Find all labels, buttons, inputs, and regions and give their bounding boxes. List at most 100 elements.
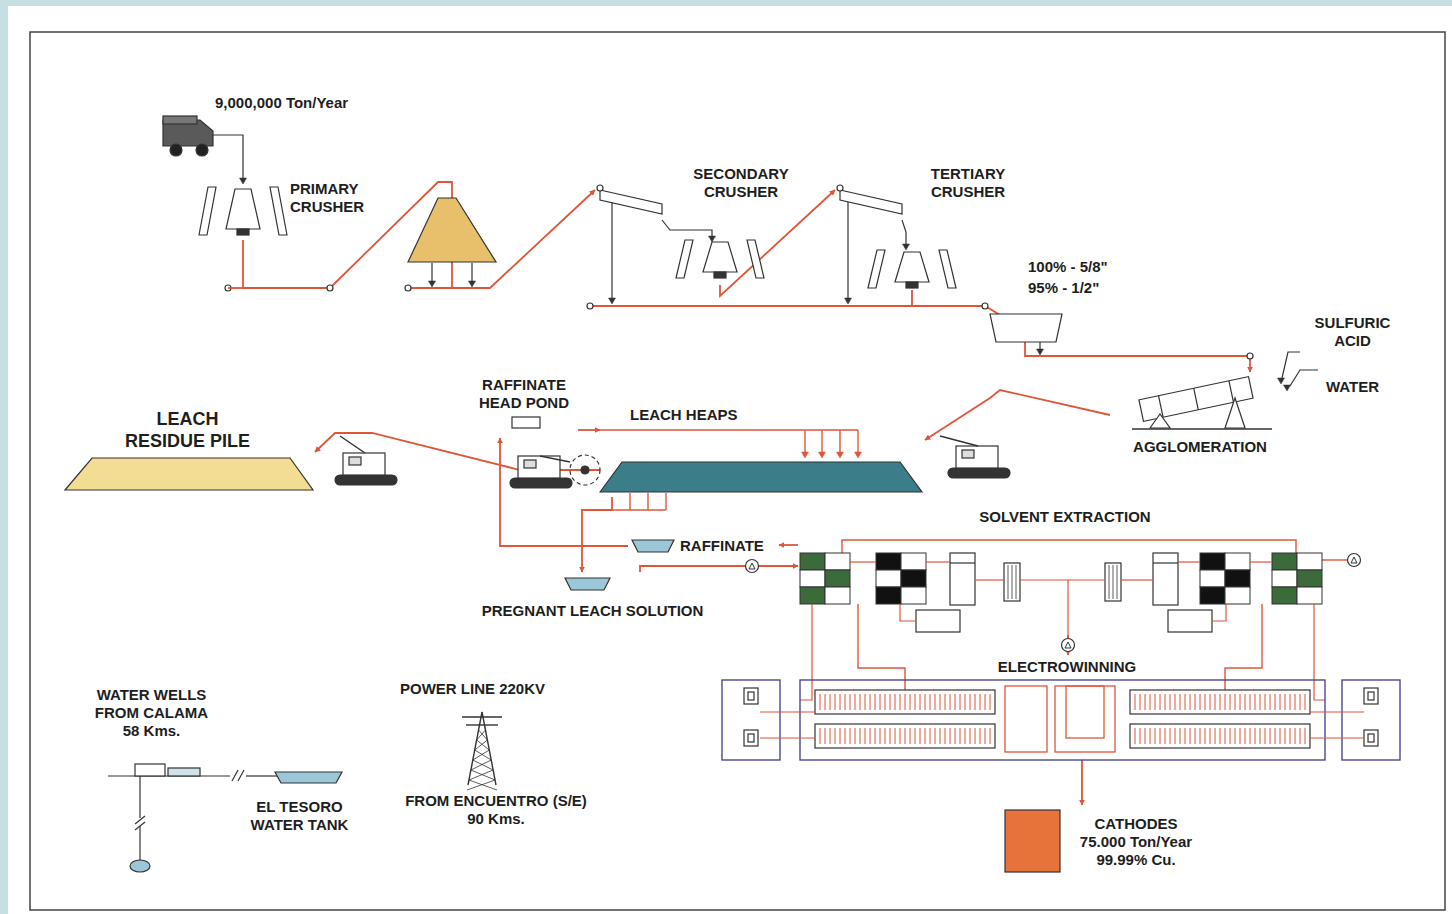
secondary-screen	[597, 185, 716, 304]
irrigation-header	[857, 430, 858, 452]
mixer-settlers	[1105, 563, 1121, 601]
annotation-label: 9,000,000 Ton/Year	[215, 94, 415, 112]
electrowinning-cells	[825, 728, 826, 744]
electrowinning-cells	[1280, 728, 1281, 744]
electrowinning-cells	[965, 694, 966, 710]
electrowinning-cells	[870, 728, 871, 744]
node-label: RAFFINATE HEAD POND	[474, 376, 574, 412]
electrowinning-cells	[975, 694, 976, 710]
electrowinning-cells	[1260, 728, 1261, 744]
pump-symbol	[1348, 554, 1361, 567]
electrowinning-cells	[940, 728, 941, 744]
electrowinning-cells	[1140, 728, 1141, 744]
stockpile	[405, 285, 411, 291]
electrowinning-cells	[1275, 694, 1276, 710]
electrowinning-cells	[880, 728, 881, 744]
agglomeration-drum	[1150, 414, 1170, 428]
agglomeration-drum	[1194, 388, 1199, 410]
electrowinning-cells	[1210, 694, 1211, 710]
collecting-conveyor	[587, 303, 988, 309]
electrowinning-cells	[970, 694, 971, 710]
electrowinning-cells	[1235, 694, 1236, 710]
mixer-settlers	[1113, 565, 1114, 599]
flow-line	[500, 438, 628, 546]
flow-line	[720, 190, 835, 296]
electrowinning-cells	[1342, 680, 1400, 760]
mixer-settlers	[1200, 587, 1225, 604]
electrowinning-cells	[1175, 728, 1176, 744]
electrowinning-cells	[930, 694, 931, 710]
electrowinning-cells	[950, 694, 951, 710]
electrowinning-cells	[1160, 728, 1161, 744]
haul-truck	[163, 120, 213, 146]
electrowinning-cells	[910, 728, 911, 744]
power-tower	[473, 750, 489, 760]
primary-crusher-symbol	[226, 189, 260, 229]
electrowinning-cells	[835, 694, 836, 710]
tertiary-screen	[903, 244, 910, 250]
water-supply	[135, 764, 165, 776]
electrowinning-cells	[1250, 728, 1251, 744]
tertiary-screen	[837, 185, 910, 304]
electrowinning-cells	[1145, 728, 1146, 744]
electrowinning-cells	[1368, 734, 1374, 742]
mixer-settlers	[842, 540, 1296, 553]
mixer-settlers	[1200, 570, 1225, 587]
mixer-settlers	[800, 587, 825, 604]
mixer-settlers	[901, 587, 926, 604]
solution-ponds	[632, 540, 674, 552]
electrowinning-cells	[925, 694, 926, 710]
electrowinning-cells	[1265, 694, 1266, 710]
electrowinning-cells	[815, 724, 995, 748]
annotation-label: POWER LINE 220KV	[400, 680, 600, 698]
electrowinning-cells	[925, 728, 926, 744]
flow-line	[243, 182, 595, 288]
cathode-sample	[1005, 810, 1060, 872]
electrowinning-cells	[910, 694, 911, 710]
electrowinning-cells	[1310, 737, 1364, 738]
solution-ponds	[512, 417, 540, 428]
flow-line	[582, 497, 612, 572]
mixer-settlers	[1225, 604, 1262, 690]
primary-crusher-symbol	[237, 229, 249, 235]
water-supply	[130, 860, 150, 872]
electrowinning-cells	[744, 730, 758, 746]
process-node: SOLVENT EXTRACTION	[798, 505, 1333, 635]
power-tower	[471, 760, 491, 770]
mixer-settlers	[1212, 604, 1226, 621]
electrowinning-cells	[1230, 694, 1231, 710]
haul-truck	[163, 116, 197, 124]
pump-symbol	[1322, 559, 1347, 560]
feed-bin	[1039, 342, 1040, 350]
bucket-wheel-reclaimer	[524, 460, 536, 468]
mixer-settlers	[1314, 604, 1325, 700]
electrowinning-cells	[915, 694, 916, 710]
irrigation-header	[819, 452, 826, 458]
leach-heap	[600, 462, 922, 492]
electrowinning-cells	[850, 694, 851, 710]
power-tower	[469, 770, 493, 780]
annotation-label: FROM ENCUENTRO (S/E) 90 Kms.	[400, 792, 592, 828]
electrowinning-cells	[1290, 694, 1291, 710]
electrowinning-cells	[1210, 728, 1211, 744]
feed-bin	[1037, 349, 1044, 355]
electrowinning-cells	[1185, 694, 1186, 710]
flow-line	[779, 544, 798, 546]
mixer-settlers	[1153, 553, 1178, 605]
electrowinning-cells	[890, 694, 891, 710]
electrowinning-cells	[1165, 694, 1166, 710]
feed-bin	[990, 314, 1062, 342]
electrowinning-cells	[860, 728, 861, 744]
electrowinning-cells	[1364, 688, 1378, 704]
electrowinning-cells	[1200, 694, 1201, 710]
mixer-settlers	[901, 553, 926, 570]
annotation-label: 100% - 5/8"	[1028, 258, 1138, 276]
tertiary-screen	[902, 220, 906, 244]
agglomeration-drum	[1132, 352, 1318, 429]
water-supply	[135, 816, 145, 824]
electrowinning-cells	[935, 694, 936, 710]
electrowinning-cells	[1170, 694, 1171, 710]
node-label: TERTIARY CRUSHER	[920, 165, 1016, 201]
electrowinning-cells	[748, 734, 754, 742]
electrowinning-cells	[935, 728, 936, 744]
